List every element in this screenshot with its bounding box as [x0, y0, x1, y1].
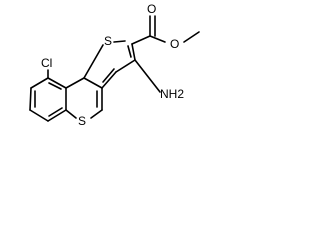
double-bond-inner — [102, 68, 115, 83]
bond — [65, 77, 85, 89]
bond — [47, 109, 67, 122]
bond — [29, 87, 32, 111]
double-bond-inner — [127, 45, 132, 58]
bond — [113, 40, 126, 43]
methyl-ester-group — [131, 15, 200, 45]
amino-label: NH2 — [160, 87, 184, 101]
bond — [29, 109, 49, 122]
bond — [90, 109, 103, 119]
double-bond-inner — [48, 107, 63, 117]
chlorine-label: Cl — [41, 56, 52, 70]
chemical-structure: Cl S S NH2 O O — [29, 2, 200, 128]
thiopyran-sulfur-label: S — [78, 114, 86, 128]
bond — [115, 59, 136, 73]
benzene-ring — [29, 77, 67, 122]
thiophene-sulfur-label: S — [104, 34, 112, 48]
bond — [83, 77, 103, 89]
bond — [131, 43, 136, 61]
bond — [149, 35, 166, 43]
bond — [83, 44, 104, 79]
bond — [30, 77, 49, 89]
thiopyran-ring — [65, 77, 103, 119]
methyl-bond — [183, 31, 200, 43]
bond — [101, 71, 117, 89]
ether-oxygen-label: O — [170, 37, 179, 51]
thiophene-ring — [83, 40, 136, 89]
carbonyl-oxygen-label: O — [147, 2, 156, 16]
bond — [65, 109, 77, 119]
bond — [131, 35, 151, 45]
double-bond-inner — [48, 82, 62, 90]
bond-to-amino — [134, 59, 161, 93]
bond — [47, 77, 67, 89]
